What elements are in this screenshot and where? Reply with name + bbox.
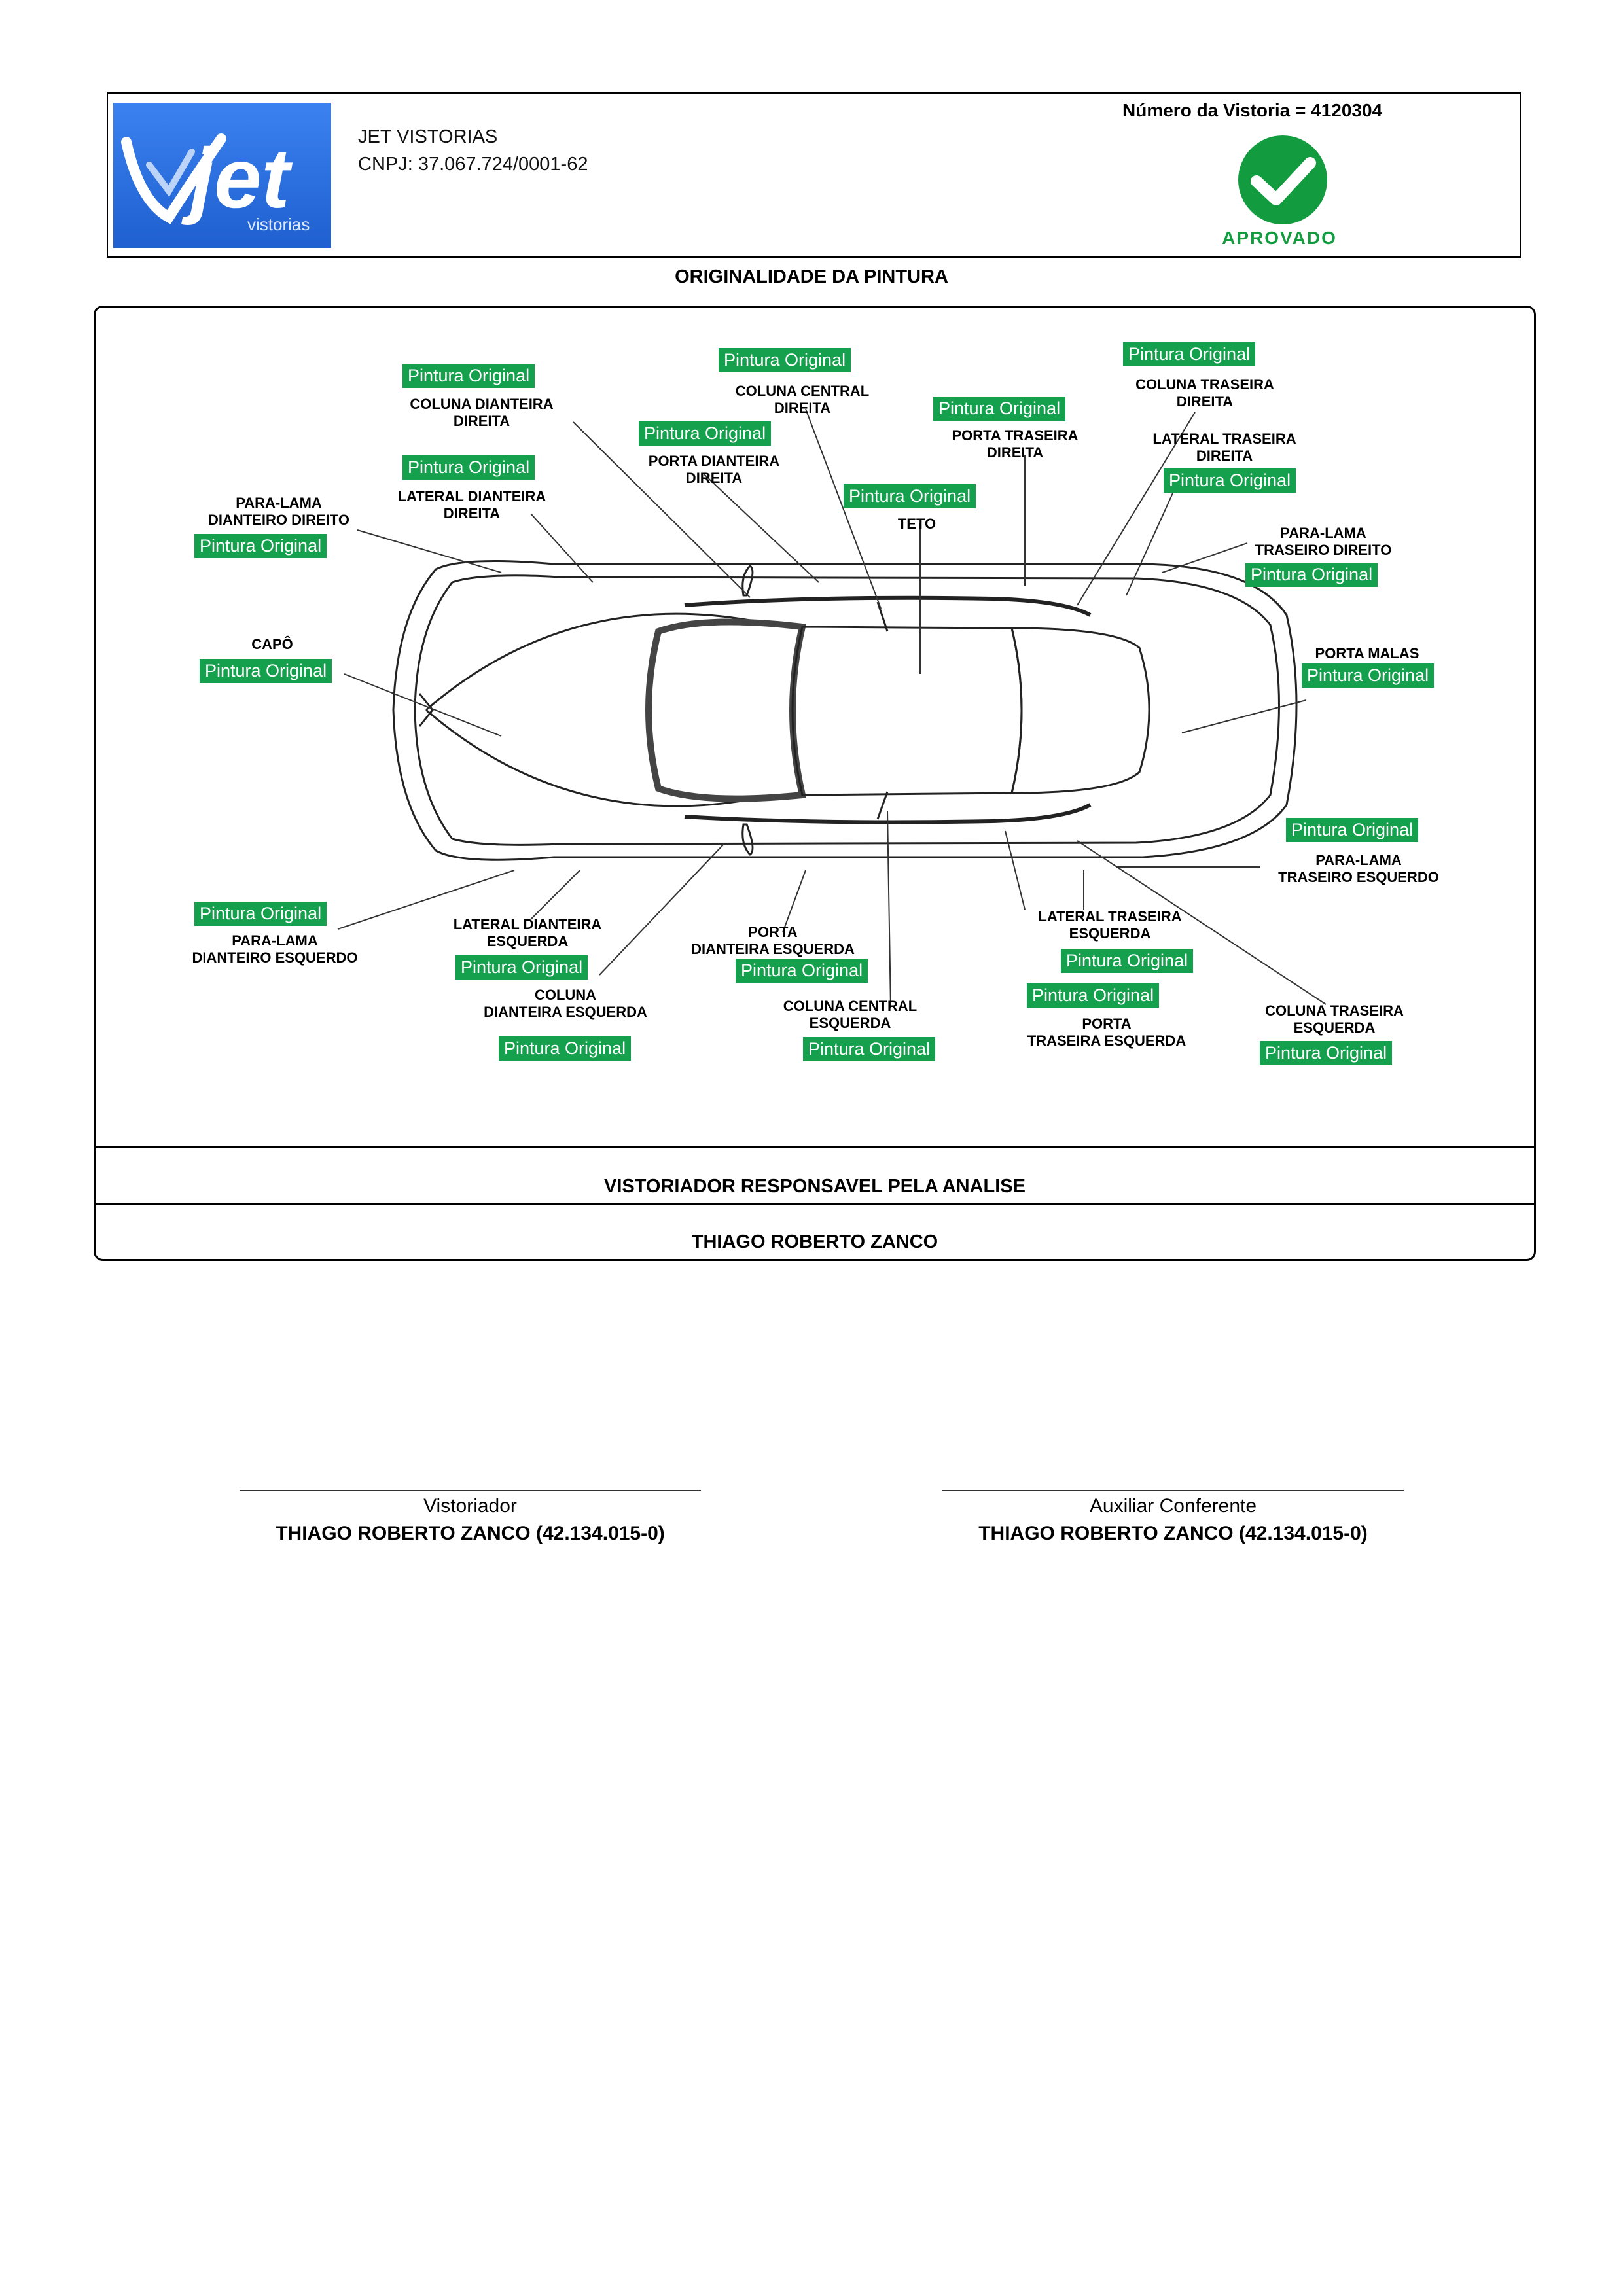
part-label-lateral-dianteira-esquerda: LATERAL DIANTEIRA ESQUERDA [453, 916, 602, 949]
jet-logo-icon: jet vistorias [121, 130, 310, 234]
status-badge-porta-traseira-esquerda: Pintura Original [1027, 983, 1160, 1008]
paint-inspection-panel: Pintura Original COLUNA DIANTEIRA DIREIT… [94, 306, 1536, 1261]
windshield [645, 618, 807, 802]
status-badge-lateral-traseira-esquerda: Pintura Original [1061, 949, 1194, 973]
part-label-lateral-traseira-direita: LATERAL TRASEIRA DIREITA [1152, 431, 1296, 464]
signature-name: THIAGO ROBERTO ZANCO (42.134.015-0) [978, 1523, 1368, 1544]
part-label-porta-traseira-esquerda: PORTA TRASEIRA ESQUERDA [1027, 1016, 1186, 1049]
status-badge-para-lama-traseiro-esquerdo: Pintura Original [1286, 818, 1419, 842]
divider [96, 1203, 1534, 1205]
part-label-para-lama-traseiro-direito: PARA-LAMA TRASEIRO DIREITO [1255, 525, 1392, 558]
part-label-porta-dianteira-direita: PORTA DIANTEIRA DIREITA [648, 453, 780, 486]
part-label-coluna-central-direita: COLUNA CENTRAL DIREITA [735, 383, 870, 416]
company-cnpj: CNPJ: 37.067.724/0001-62 [358, 154, 588, 175]
status-badge-coluna-dianteira-esquerda: Pintura Original [499, 1036, 632, 1061]
status-badge-porta-malas: Pintura Original [1302, 663, 1435, 688]
logo-text: jet [181, 130, 293, 226]
status-badge-para-lama-dianteiro-esquerdo: Pintura Original [194, 902, 327, 926]
part-label-coluna-traseira-esquerda: COLUNA TRASEIRA ESQUERDA [1265, 1002, 1404, 1036]
part-label-para-lama-dianteiro-direito: PARA-LAMA DIANTEIRO DIREITO [208, 495, 349, 528]
status-badge-porta-dianteira-esquerda: Pintura Original [736, 959, 868, 983]
logo-subtext: vistorias [247, 215, 310, 234]
signature-line-auxiliar [942, 1490, 1404, 1491]
status-badge-capo: Pintura Original [200, 659, 332, 683]
part-label-porta-traseira-direita: PORTA TRASEIRA DIREITA [952, 427, 1079, 461]
part-label-coluna-traseira-direita: COLUNA TRASEIRA DIREITA [1135, 376, 1274, 410]
status-badge-porta-traseira-direita: Pintura Original [933, 397, 1066, 421]
part-label-lateral-dianteira-direita: LATERAL DIANTEIRA DIREITA [397, 488, 546, 521]
approved-check-icon [1238, 135, 1327, 224]
car-body-inner [414, 574, 1280, 846]
roof [791, 626, 1023, 796]
status-badge-coluna-traseira-direita: Pintura Original [1123, 342, 1256, 366]
car-top-view-diagram [337, 408, 1327, 1008]
inspector-heading: VISTORIADOR RESPONSAVEL PELA ANALISE [603, 1176, 1026, 1197]
company-logo: jet vistorias [113, 103, 331, 248]
part-label-coluna-central-esquerda: COLUNA CENTRAL ESQUERDA [783, 998, 918, 1031]
section-title: ORIGINALIDADE DA PINTURA [675, 266, 948, 287]
status-badge-coluna-central-direita: Pintura Original [719, 348, 851, 372]
part-label-coluna-dianteira-direita: COLUNA DIANTEIRA DIREITA [410, 396, 554, 429]
rear-window [1010, 627, 1150, 794]
divider [96, 1146, 1534, 1148]
signature-role: Vistoriador [423, 1495, 517, 1517]
status-badge-para-lama-dianteiro-direito: Pintura Original [194, 534, 327, 558]
status-badge-lateral-dianteira-esquerda: Pintura Original [455, 955, 588, 980]
status-badge-coluna-dianteira-direita: Pintura Original [402, 364, 535, 388]
part-label-porta-dianteira-esquerda: PORTA DIANTEIRA ESQUERDA [691, 924, 855, 957]
inspector-name: THIAGO ROBERTO ZANCO [691, 1231, 938, 1252]
report-header: jet vistorias JET VISTORIAS CNPJ: 37.067… [107, 92, 1521, 258]
status-badge-lateral-traseira-direita: Pintura Original [1164, 468, 1296, 493]
part-label-capo: CAPÔ [251, 636, 293, 652]
part-label-teto: TETO [897, 516, 936, 532]
part-label-lateral-traseira-esquerda: LATERAL TRASEIRA ESQUERDA [1038, 908, 1182, 942]
part-label-coluna-dianteira-esquerda: COLUNA DIANTEIRA ESQUERDA [484, 987, 647, 1020]
status-badge-porta-dianteira-direita: Pintura Original [639, 421, 772, 446]
status-badge-para-lama-traseiro-direito: Pintura Original [1245, 563, 1378, 587]
vistoria-number: Número da Vistoria = 4120304 [1122, 100, 1383, 120]
car-body-outline [392, 560, 1298, 861]
part-label-para-lama-dianteiro-esquerdo: PARA-LAMA DIANTEIRO ESQUERDO [192, 932, 358, 966]
signature-line-vistoriador [240, 1490, 701, 1491]
status-badge: APROVADO [1222, 228, 1337, 248]
part-label-porta-malas: PORTA MALAS [1315, 645, 1419, 662]
status-badge-coluna-central-esquerda: Pintura Original [803, 1037, 936, 1061]
status-badge-lateral-dianteira-direita: Pintura Original [402, 455, 535, 480]
signature-role: Auxiliar Conferente [1089, 1495, 1257, 1517]
status-badge-teto: Pintura Original [844, 484, 976, 508]
status-badge-coluna-traseira-esquerda: Pintura Original [1260, 1041, 1393, 1065]
part-label-para-lama-traseiro-esquerdo: PARA-LAMA TRASEIRO ESQUERDO [1278, 852, 1439, 885]
signature-name: THIAGO ROBERTO ZANCO (42.134.015-0) [276, 1523, 665, 1544]
company-name: JET VISTORIAS [358, 126, 498, 147]
